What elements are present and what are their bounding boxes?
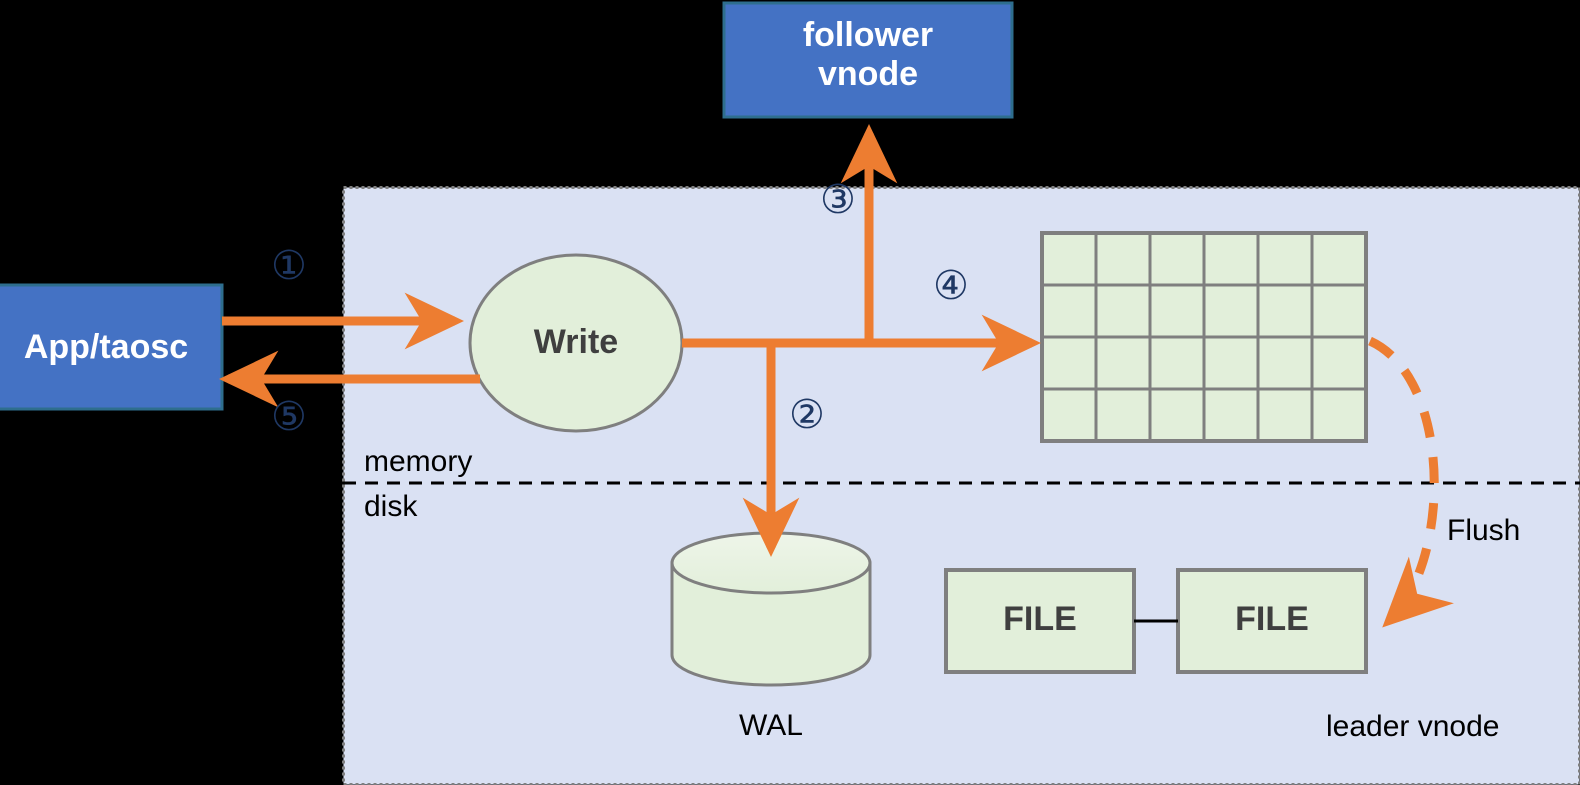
- file-box-2: [1176, 568, 1368, 674]
- wal-cylinder: [670, 531, 872, 687]
- leader-vnode-caption: leader vnode: [1326, 710, 1500, 743]
- memtable-grid: [1040, 231, 1368, 443]
- flush-label: Flush: [1447, 514, 1521, 547]
- step-number-1: ①: [271, 243, 307, 289]
- edge-flush-dashed: [1368, 336, 1454, 628]
- file-box-1: [944, 568, 1136, 674]
- wal-label: WAL: [739, 709, 803, 742]
- file-box-2-label: FILE: [1235, 600, 1309, 638]
- file-box-1-label: FILE: [1003, 600, 1077, 638]
- write-node-label: Write: [533, 323, 619, 361]
- step-number-5: ⑤: [271, 394, 307, 440]
- step-number-4: ④: [933, 263, 969, 309]
- follower-vnode-label-line2: vnode: [817, 55, 919, 94]
- step-number-3: ③: [820, 177, 856, 223]
- app-taosc-label: App/taosc: [23, 328, 189, 366]
- step-number-2: ②: [789, 392, 825, 438]
- app-taosc-box: [0, 283, 224, 411]
- disk-label: disk: [364, 490, 418, 523]
- memory-label: memory: [364, 445, 473, 478]
- follower-vnode-label-line1: follower: [802, 16, 934, 54]
- follower-vnode-box: [722, 1, 1014, 119]
